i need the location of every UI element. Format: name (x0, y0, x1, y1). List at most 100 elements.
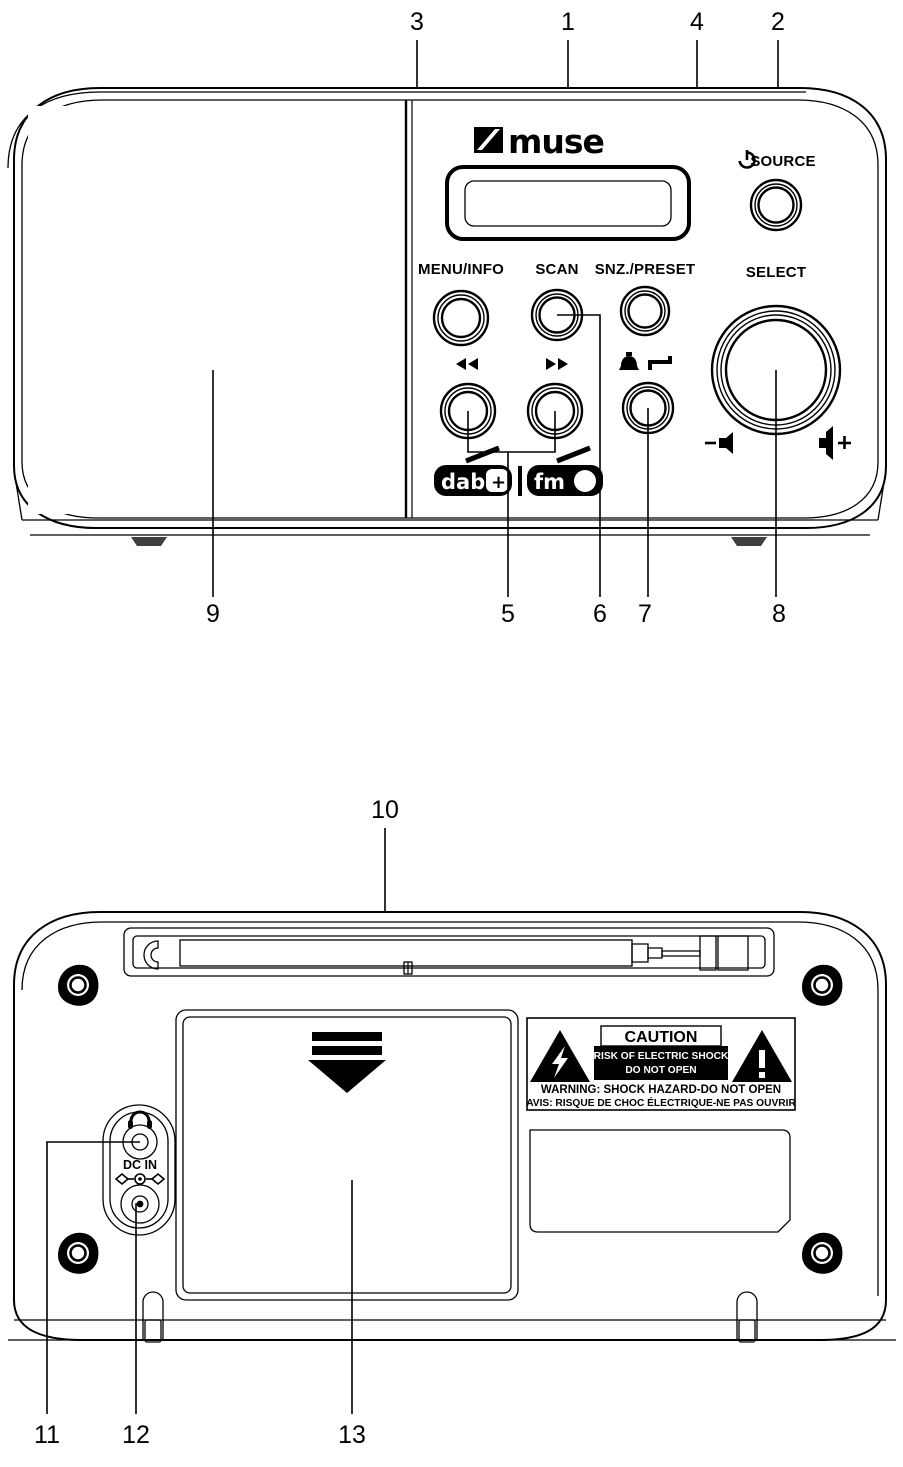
dab-badge-text: dab (441, 470, 485, 494)
excl-dot (759, 1072, 765, 1078)
antenna-pivot (699, 935, 717, 971)
menu-info-button[interactable]: MENU/INFO (418, 261, 504, 347)
jack-plate: DC IN (102, 1104, 176, 1236)
rewind-icon (456, 358, 478, 370)
caution-line-1: RISK OF ELECTRIC SHOCK (594, 1051, 729, 1062)
caution-inverted-box (594, 1046, 728, 1080)
antenna-channel (123, 927, 775, 977)
leader-line-5 (467, 411, 509, 597)
fm-antenna-stroke (556, 445, 591, 464)
callout-number-4: 4 (690, 8, 704, 36)
rewind-icon-arrows (456, 358, 478, 370)
caution-title: CAUTION (625, 1029, 698, 1046)
callout-number-6: 6 (593, 600, 607, 628)
sleep-icon (648, 356, 672, 370)
snooze-preset-cap[interactable] (627, 293, 663, 329)
fm-badge-text: fm (534, 470, 565, 494)
rear-foot-right-post (736, 1291, 758, 1341)
menu-info-cap[interactable] (440, 297, 482, 339)
dc-polarity-icon (114, 1172, 166, 1186)
source-label: SOURCE (750, 153, 815, 170)
jack-plate-outline (102, 1104, 176, 1236)
dc-jack-outer[interactable] (120, 1184, 160, 1224)
brand-logo-text: muse (508, 122, 604, 161)
leader-line-6 (557, 314, 601, 597)
antenna-seg-2 (647, 947, 663, 959)
source-button[interactable]: SOURCE (738, 150, 816, 232)
fm-badge: fm (527, 445, 603, 496)
callout-group-rear-bottom: 11 12 13 (34, 1141, 366, 1449)
screw-tr-inner (813, 976, 831, 994)
dab-plus-sign: + (491, 472, 506, 493)
sleep-icon-left (648, 360, 652, 370)
screw-tl-inner (69, 976, 87, 994)
fast-forward-icon (546, 358, 568, 370)
lightning-bolt-triangle-icon (530, 1030, 590, 1082)
caution-line-2: DO NOT OPEN (625, 1065, 696, 1076)
display-screen (464, 180, 672, 227)
caution-label: CAUTION RISK OF ELECTRIC SHOCK DO NOT OP… (526, 1017, 796, 1111)
select-label: SELECT (746, 264, 806, 281)
badge-separator (518, 466, 522, 496)
rating-label (529, 1129, 791, 1233)
menu-info-label: MENU/INFO (418, 261, 504, 278)
callout-number-9: 9 (206, 600, 220, 628)
push-down-arrow-icon (308, 1032, 386, 1093)
sleep-icon-right (668, 356, 672, 364)
battery-door-panel[interactable] (175, 1009, 519, 1301)
menu-info-ring (437, 294, 485, 342)
dab-antenna-stroke (465, 445, 500, 464)
callout-number-11: 11 (34, 1421, 60, 1449)
speaker-grille (28, 106, 402, 514)
logo-mark-slash (477, 129, 500, 150)
scan-button[interactable]: SCAN (530, 261, 584, 342)
callout-number-5: 5 (501, 600, 515, 628)
leader-line-5b (508, 411, 556, 453)
volume-up-icon (819, 426, 851, 460)
polarity-center-dot (138, 1177, 142, 1181)
screw-bl-inner (69, 1244, 87, 1262)
rear-body-inner (21, 921, 879, 1296)
callout-number-2: 2 (771, 8, 785, 36)
callout-number-1: 1 (561, 8, 575, 36)
rating-label-box (529, 1129, 791, 1233)
caution-warning-en: WARNING: SHOCK HAZARD-DO NOT OPEN (541, 1084, 781, 1096)
rear-foot-left (142, 1291, 164, 1343)
front-base-edge-left (13, 469, 23, 521)
polarity-center-circle (134, 1173, 146, 1185)
battery-door-inner (182, 1016, 512, 1294)
dc-jack-ring (131, 1195, 149, 1213)
bolt-glyph (552, 1046, 568, 1078)
callout-number-12: 12 (122, 1421, 150, 1449)
snooze-preset-button[interactable]: SNZ./PRESET (595, 261, 696, 337)
leader-line-12 (135, 1203, 140, 1414)
battery-compartment-door[interactable] (175, 1009, 519, 1301)
rear-panel-view: DC IN (8, 911, 896, 1343)
rear-foot-left-post (142, 1291, 164, 1341)
dab-plus-box (486, 469, 508, 492)
callout-number-8: 8 (772, 600, 786, 628)
leader-line-11 (46, 1141, 140, 1414)
power-icon (738, 150, 756, 169)
callout-number-13: 13 (338, 1421, 366, 1449)
screw-top-right (802, 964, 843, 1006)
screw-bottom-left (58, 1232, 99, 1274)
antenna-seg-1 (631, 943, 649, 963)
front-foot-right (731, 537, 767, 546)
dab-plus-badge: dab + (434, 445, 512, 496)
caution-warning-fr: AVIS: RISQUE DE CHOC ÉLECTRIQUE-NE PAS O… (526, 1096, 796, 1109)
bell-icon-top (626, 352, 632, 356)
lcd-display (445, 165, 691, 241)
antenna-channel-inner (132, 935, 766, 969)
rear-foot-right (736, 1291, 758, 1343)
arrow-bar-2 (312, 1046, 382, 1055)
brand-logo-muse: muse (474, 122, 605, 161)
source-button-cap[interactable] (757, 186, 795, 224)
screw-br-inner (813, 1244, 831, 1262)
dc-in-label: DC IN (123, 1158, 157, 1172)
sleep-icon-bar (648, 360, 672, 364)
telescopic-antenna[interactable] (123, 927, 775, 977)
fast-forward-icon-arrows (546, 358, 568, 370)
band-badges: dab + fm (434, 445, 603, 496)
